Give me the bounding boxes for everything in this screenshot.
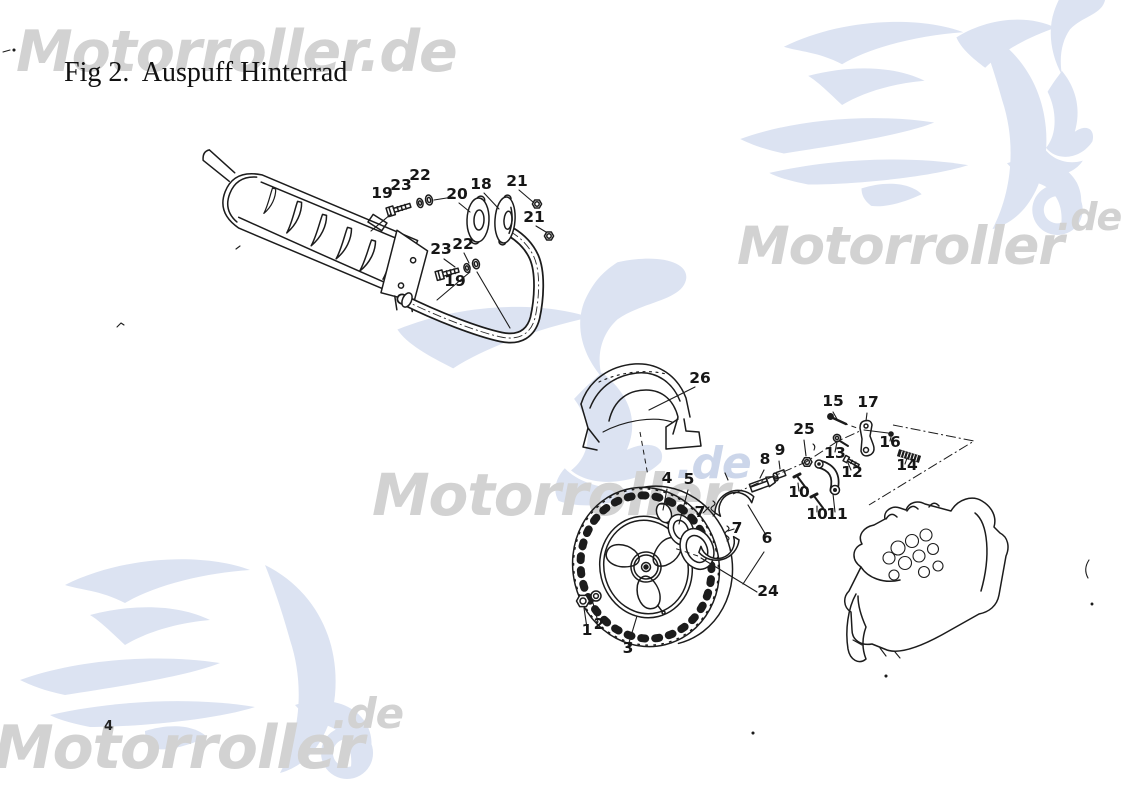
callout-14: 14 xyxy=(896,456,918,474)
axle-nut-drawing xyxy=(575,594,591,608)
callout-7: 7 xyxy=(695,503,706,521)
callout-3: 3 xyxy=(623,639,634,657)
callout-10: 10 xyxy=(806,505,828,523)
callout-9: 9 xyxy=(775,441,786,459)
lower-bolt-group-drawing xyxy=(434,258,481,282)
muffler-drawing xyxy=(202,149,429,313)
adjuster-nut-drawing xyxy=(801,456,813,468)
exhaust-gasket-drawing xyxy=(466,195,490,245)
watermark-domain: .de xyxy=(676,438,752,489)
wheel-spoke-openings xyxy=(605,536,682,610)
watermark-brand: Motorroller xyxy=(0,713,365,783)
callout-12: 12 xyxy=(841,463,863,481)
brake-arm-pivot-drawing xyxy=(832,433,849,447)
callout-20: 20 xyxy=(446,185,468,203)
engine-crankcase-drawing xyxy=(844,497,1009,663)
exhaust-pipe-drawing xyxy=(396,226,545,344)
callout-10: 10 xyxy=(788,483,810,501)
callout-22: 22 xyxy=(409,166,431,184)
callout-4: 4 xyxy=(662,469,673,487)
watermark-text-bottom: Motorroller .de xyxy=(0,693,404,779)
brake-spring-upper xyxy=(710,500,716,517)
callout-16: 16 xyxy=(879,433,901,451)
pipe-weld-collar xyxy=(401,292,413,308)
brake-shoes-drawing xyxy=(698,489,755,562)
callout-22: 22 xyxy=(452,235,474,253)
callout-18: 18 xyxy=(470,175,492,193)
link-bolt-upper-drawing xyxy=(792,472,807,489)
watermark-domain: .de xyxy=(1057,195,1122,239)
muffler-tail-stub xyxy=(202,149,236,183)
torque-link-drawing xyxy=(814,459,841,496)
callout-26: 26 xyxy=(689,369,711,387)
callout-23: 23 xyxy=(430,240,452,258)
callout-5: 5 xyxy=(684,470,695,488)
exhaust-flange-drawing xyxy=(494,194,516,246)
scan-specks xyxy=(2,48,1094,735)
flange-nut-drawing xyxy=(531,199,555,241)
callout-15: 15 xyxy=(822,392,844,410)
engine-fins xyxy=(882,528,944,581)
callout-19: 19 xyxy=(371,184,393,202)
upper-bolt-group-drawing xyxy=(385,194,434,218)
link-bolt-lower-drawing xyxy=(809,492,824,509)
callout-17: 17 xyxy=(857,393,879,411)
watermark-domain: .de xyxy=(332,689,404,738)
pin-16-drawing xyxy=(888,431,894,437)
callout-6: 6 xyxy=(762,529,773,547)
callout-1: 1 xyxy=(582,621,593,639)
callout-7: 7 xyxy=(732,519,743,537)
page-number: 4 xyxy=(104,719,114,734)
callout-25: 25 xyxy=(793,420,815,438)
watermark-text-right: Motorroller .de xyxy=(737,198,1122,273)
callout-13: 13 xyxy=(824,444,846,462)
callout-19: 19 xyxy=(444,272,466,290)
callout-24: 24 xyxy=(757,582,779,600)
watermark-text-top: Motorroller.de xyxy=(16,19,458,85)
callout-23: 23 xyxy=(390,176,412,194)
brake-arm-lever-drawing xyxy=(859,419,875,457)
callout-2: 2 xyxy=(594,615,605,633)
heat-shield-slots xyxy=(263,187,398,280)
axle-washer-drawing xyxy=(590,590,602,602)
callout-21: 21 xyxy=(506,172,528,190)
axle-sleeve-drawing xyxy=(655,502,715,571)
brake-cam-drawing xyxy=(748,469,787,493)
rear-fender-drawing xyxy=(580,363,702,451)
wheel-hub xyxy=(630,551,662,583)
brake-spring-lower xyxy=(724,525,730,542)
muffler-mount-bracket xyxy=(367,213,429,303)
figure-title: Fig 2. Auspuff Hinterrad xyxy=(64,57,348,88)
callout-8: 8 xyxy=(760,450,771,468)
callout-11: 11 xyxy=(826,505,848,523)
leader-lines xyxy=(370,189,976,647)
threaded-stud-drawing xyxy=(896,449,922,463)
watermark-brand: Motorroller xyxy=(737,216,1064,277)
brake-arm-bolt-drawing xyxy=(842,454,860,468)
callout-21: 21 xyxy=(523,208,545,226)
